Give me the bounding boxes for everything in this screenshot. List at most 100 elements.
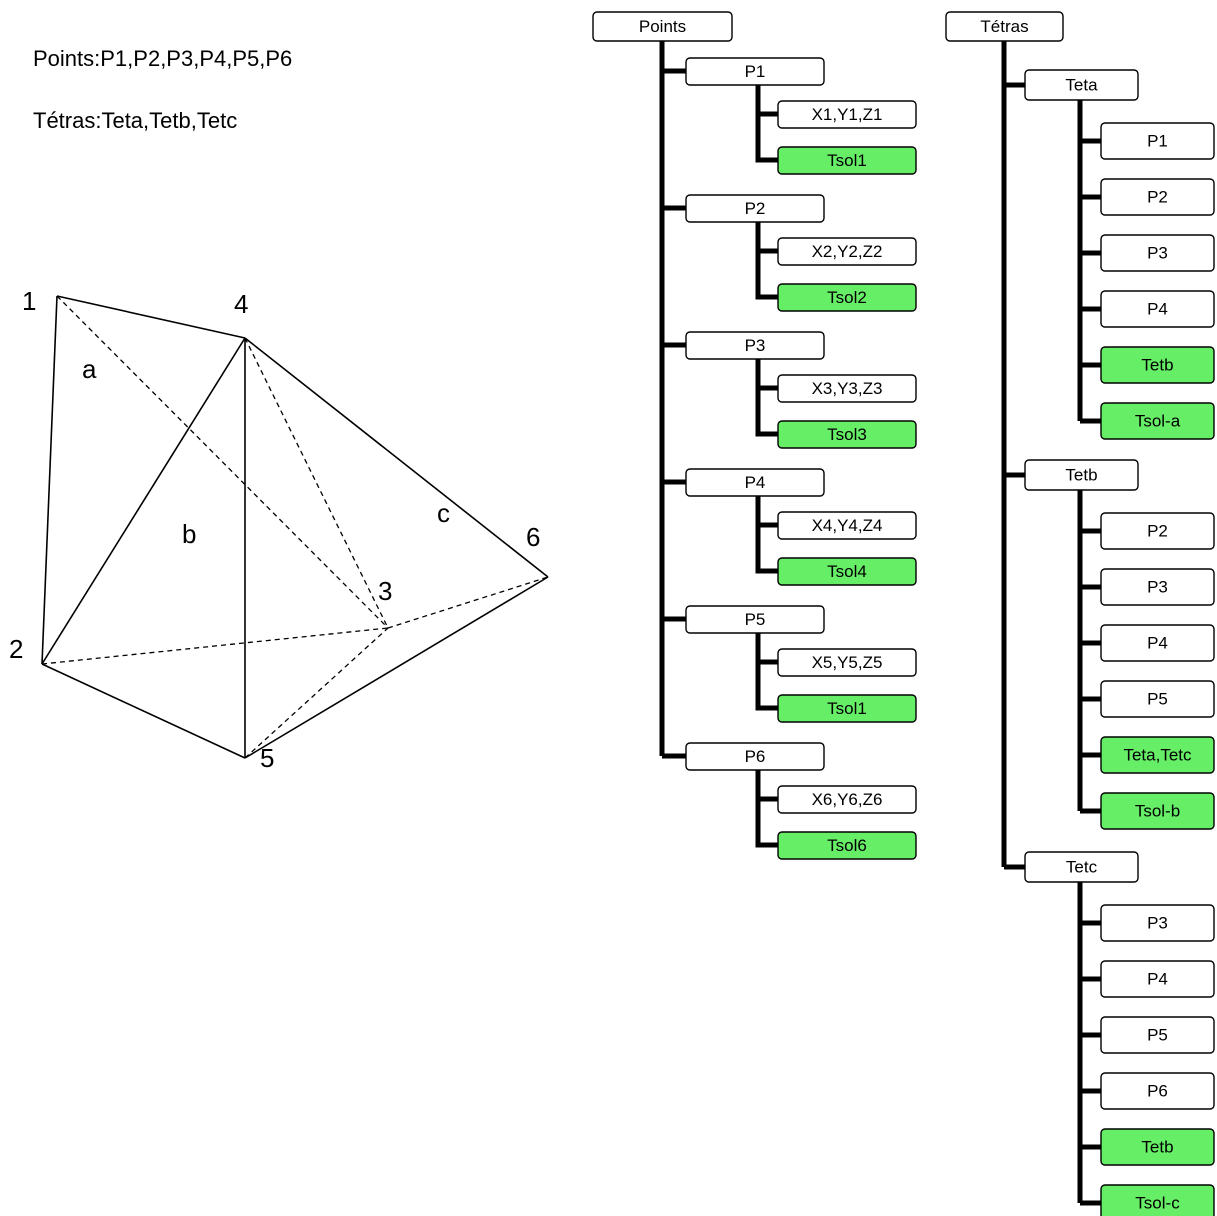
edge-2-4 xyxy=(41,337,246,665)
point-sol-node: Tsol1 xyxy=(777,694,917,723)
point-sol-node-frame xyxy=(777,557,917,586)
tetras-root-node-label: Tétras xyxy=(980,17,1028,36)
point-sol-node: Tsol4 xyxy=(777,557,917,586)
tetra-point-node: P6 xyxy=(1100,1072,1215,1110)
tetra-sol-node: Tsol-c xyxy=(1100,1184,1215,1216)
tetra-point-node-label: P6 xyxy=(1147,1082,1168,1101)
point-sol-node-label: Tsol1 xyxy=(827,699,867,718)
tetra-point-node-label: P3 xyxy=(1147,578,1168,597)
tetra-point-node-label: P4 xyxy=(1147,634,1168,653)
tetras-root-node: Tétras xyxy=(945,11,1064,42)
point-coords-node: X3,Y3,Z3 xyxy=(777,374,917,403)
tetra-point-node-label: P2 xyxy=(1147,188,1168,207)
point-coords-node: X6,Y6,Z6 xyxy=(777,785,917,814)
point-node-p5: P5 xyxy=(685,605,825,634)
tetra-point-node-label: P5 xyxy=(1147,1026,1168,1045)
point-node-p4-frame xyxy=(685,468,825,497)
tetra-point-node: P5 xyxy=(1100,680,1215,718)
point-node-p4: P4 xyxy=(685,468,825,497)
point-sol-node-frame xyxy=(777,420,917,449)
point-children-connector xyxy=(755,85,778,163)
points-root-node-frame xyxy=(592,11,733,42)
face-label-c: c xyxy=(437,498,450,528)
point-node-p6-frame xyxy=(685,742,825,771)
point-children-connector xyxy=(755,633,778,711)
point-sol-node-label: Tsol3 xyxy=(827,425,867,444)
edge-1-3 xyxy=(56,295,389,629)
tetra-point-node-label: P5 xyxy=(1147,690,1168,709)
tetra-sol-node-label: Tsol-c xyxy=(1135,1194,1180,1213)
vertex-label-6: 6 xyxy=(526,522,540,552)
point-coords-node-frame xyxy=(777,374,917,403)
tetras-tree: TetaP1P2P3P4TetbTsol-aTetbP2P3P4P5Teta,T… xyxy=(945,11,1215,1216)
tetra-point-node-label: P3 xyxy=(1147,914,1168,933)
point-sol-node: Tsol6 xyxy=(777,831,917,860)
point-sol-node-frame xyxy=(777,831,917,860)
tetra-point-node: P3 xyxy=(1100,568,1215,606)
point-coords-node: X4,Y4,Z4 xyxy=(777,511,917,540)
tetra-point-node: P3 xyxy=(1100,234,1215,272)
point-node-p2-frame xyxy=(685,194,825,223)
tetra-children-connector xyxy=(1077,100,1101,424)
tetra-point-node-label: P4 xyxy=(1147,970,1168,989)
point-coords-node: X2,Y2,Z2 xyxy=(777,237,917,266)
tetra-sol-node: Tsol-a xyxy=(1100,402,1215,440)
tetra-neighbor-node-label: Tetb xyxy=(1141,1138,1173,1157)
tetra-node-tetc: Tetc xyxy=(1024,851,1139,883)
point-node-p5-frame xyxy=(685,605,825,634)
point-coords-node-frame xyxy=(777,511,917,540)
point-sol-node: Tsol3 xyxy=(777,420,917,449)
point-node-p2-label: P2 xyxy=(745,199,766,218)
tetra-node-tetc-label: Tetc xyxy=(1066,858,1098,877)
point-coords-node-label: X2,Y2,Z2 xyxy=(812,242,883,261)
point-children-connector xyxy=(755,496,778,574)
vertex-label-1: 1 xyxy=(22,286,36,316)
point-node-p1-frame xyxy=(685,57,825,86)
edge-1-2 xyxy=(41,295,58,665)
tetra-point-node: P4 xyxy=(1100,960,1215,998)
vertex-label-5: 5 xyxy=(260,743,274,773)
point-coords-node: X1,Y1,Z1 xyxy=(777,100,917,129)
tetra-node-tetb: Tetb xyxy=(1024,459,1139,491)
tetra-neighbor-node: Tetb xyxy=(1100,346,1215,384)
point-coords-node-frame xyxy=(777,100,917,129)
tetras-caption: Tétras:Teta,Tetb,Tetc xyxy=(33,108,238,133)
point-node-p5-label: P5 xyxy=(745,610,766,629)
polyhedron-figure: 1 4 2 5 3 6 a b c xyxy=(9,286,549,773)
point-node-p1-label: P1 xyxy=(745,62,766,81)
tetra-point-node-label: P3 xyxy=(1147,244,1168,263)
tetra-point-node: P3 xyxy=(1100,904,1215,942)
point-children-connector xyxy=(755,770,778,848)
point-coords-node: X5,Y5,Z5 xyxy=(777,648,917,677)
point-sol-node-label: Tsol2 xyxy=(827,288,867,307)
tetra-children-connector xyxy=(1077,882,1101,1206)
tetra-point-node: P4 xyxy=(1100,624,1215,662)
point-coords-node-label: X6,Y6,Z6 xyxy=(812,790,883,809)
points-caption: Points:P1,P2,P3,P4,P5,P6 xyxy=(33,46,293,71)
edge-4-6 xyxy=(244,337,549,578)
points-root-node-label: Points xyxy=(639,17,686,36)
point-node-p2: P2 xyxy=(685,194,825,223)
tetras-root-node-frame xyxy=(945,11,1064,42)
point-node-p3-label: P3 xyxy=(745,336,766,355)
point-sol-node-frame xyxy=(777,146,917,175)
edge-3-4 xyxy=(244,337,389,629)
tetra-point-node: P2 xyxy=(1100,512,1215,550)
tetra-sol-node: Tsol-b xyxy=(1100,792,1215,830)
tetra-node-tetb-label: Tetb xyxy=(1065,466,1097,485)
tetra-node-teta: Teta xyxy=(1024,69,1139,101)
vertex-label-3: 3 xyxy=(378,576,392,606)
tetra-neighbor-node: Tetb xyxy=(1100,1128,1215,1166)
edge-5-6 xyxy=(244,576,549,759)
point-node-p6-label: P6 xyxy=(745,747,766,766)
tetra-neighbor-node-label: Teta,Tetc xyxy=(1123,746,1192,765)
point-coords-node-label: X4,Y4,Z4 xyxy=(812,516,883,535)
point-coords-node-label: X5,Y5,Z5 xyxy=(812,653,883,672)
edge-3-6 xyxy=(387,576,549,629)
tetra-neighbor-node-label: Tetb xyxy=(1141,356,1173,375)
tetra-neighbor-node: Teta,Tetc xyxy=(1100,736,1215,774)
face-label-a: a xyxy=(82,354,97,384)
tetra-point-node: P5 xyxy=(1100,1016,1215,1054)
point-node-p1: P1 xyxy=(685,57,825,86)
